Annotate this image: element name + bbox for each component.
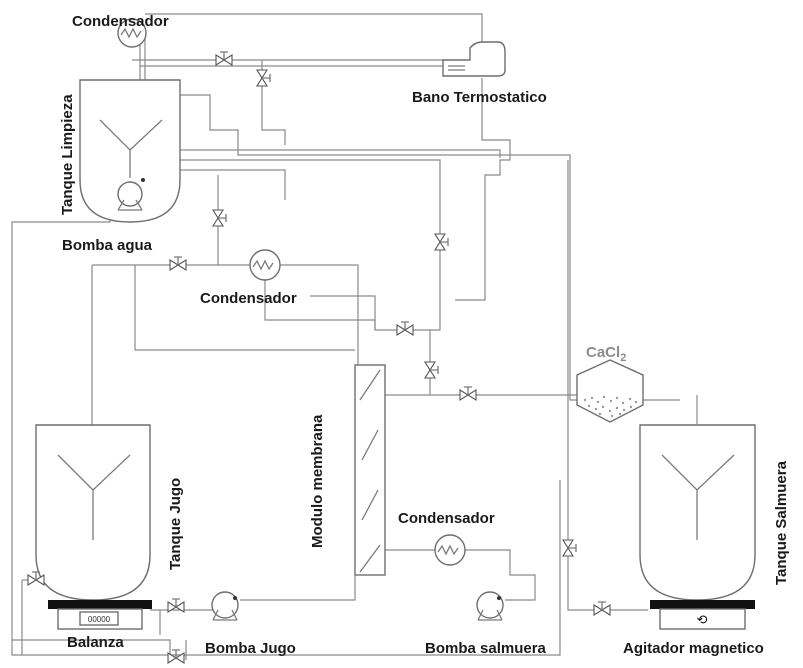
thermostatic-bath — [442, 41, 506, 77]
valve-icon — [256, 69, 271, 87]
condenser-top — [117, 18, 147, 48]
label-tanque-salmuera: Tanque Salmuera — [773, 460, 790, 585]
valve-icon — [562, 539, 577, 557]
valve-icon — [396, 321, 414, 336]
label-balanza: Balanza — [67, 634, 124, 651]
label-bomba-agua: Bomba agua — [62, 237, 153, 254]
label-modulo-membrana: Modulo membrana — [309, 414, 326, 548]
valve-icon — [593, 601, 611, 616]
bomba-jugo — [211, 591, 239, 621]
balanza-display: 00000 — [88, 615, 111, 624]
label-agitador-magnetico: Agitador magnetico — [623, 640, 764, 657]
label-tanque-limpieza: Tanque Limpieza — [59, 94, 76, 215]
label-bomba-jugo: Bomba Jugo — [205, 640, 296, 657]
balanza — [48, 600, 152, 630]
valve-icon — [27, 571, 45, 586]
label-cacl2: CaCl2 — [586, 344, 626, 364]
label-bano-termostatico: Bano Termostatico — [412, 89, 547, 106]
valve-icon — [424, 361, 439, 379]
tanque-salmuera — [639, 395, 756, 601]
tanque-limpieza — [79, 79, 181, 223]
valves — [27, 51, 611, 664]
condenser-mid — [249, 249, 281, 281]
valve-icon — [167, 598, 185, 613]
modulo-membrana — [354, 364, 386, 576]
agitador-magnetico — [650, 600, 755, 630]
tanque-jugo — [35, 424, 151, 601]
valve-icon — [169, 256, 187, 271]
condenser-bottom — [434, 534, 466, 566]
label-tanque-jugo: Tanque Jugo — [167, 478, 184, 570]
valve-icon — [212, 209, 227, 227]
valve-icon — [459, 386, 477, 401]
label-condensador-bottom: Condensador — [398, 510, 495, 527]
bomba-salmuera — [476, 591, 504, 621]
valve-icon — [167, 649, 185, 664]
label-condensador-mid: Condensador — [200, 290, 297, 307]
valve-icon — [215, 51, 233, 66]
agitador-icon: ⟲ — [697, 612, 708, 627]
label-condensador-top: Condensador — [72, 13, 169, 30]
valve-icon — [434, 233, 449, 251]
cacl2-hopper — [576, 359, 644, 423]
label-bomba-salmuera: Bomba salmuera — [425, 640, 547, 657]
